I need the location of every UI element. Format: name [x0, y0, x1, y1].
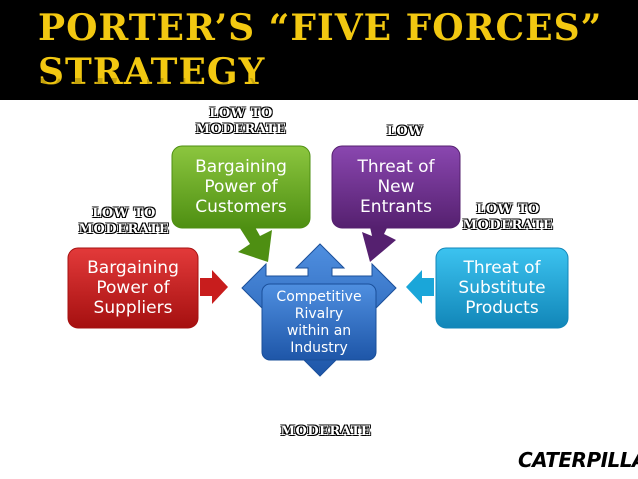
box-suppliers	[67, 247, 199, 329]
suppliers-line-3: Suppliers	[93, 298, 173, 318]
arrow-entrants	[362, 218, 396, 262]
customers-label: Bargaining Power of Customers	[172, 157, 310, 217]
level-rivalry: MODERATE	[268, 424, 384, 440]
title-line-1: PORTER’S “FIVE FORCES”	[38, 7, 603, 49]
rivalry-line-4: Industry	[290, 340, 348, 356]
level-customers-line-1: LOW TO	[209, 106, 273, 121]
box-substitutes	[435, 247, 569, 329]
suppliers-line-1: Bargaining	[87, 258, 179, 278]
caterpillar-logo: CATERPILLAR	[518, 448, 638, 472]
level-rivalry-line-1: MODERATE	[280, 424, 372, 439]
rivalry-line-3: within an	[286, 323, 352, 339]
substitutes-label: Threat of Substitute Products	[436, 258, 568, 318]
level-suppliers-line-1: LOW TO	[92, 206, 156, 221]
level-entrants-line-1: LOW	[386, 124, 424, 139]
rivalry-label: Competitive Rivalry within an Industry	[262, 289, 376, 357]
level-substitutes-line-1: LOW TO	[476, 202, 540, 217]
suppliers-line-2: Power of	[96, 278, 170, 298]
level-suppliers: LOW TO MODERATE	[72, 206, 176, 238]
customers-line-3: Customers	[195, 197, 287, 217]
arrow-suppliers	[200, 270, 228, 304]
slide-title: PORTER’S “FIVE FORCES” STRATEGY	[38, 6, 602, 94]
level-entrants: LOW	[370, 124, 440, 140]
customers-line-1: Bargaining	[195, 157, 287, 177]
level-customers: LOW TO MODERATE	[186, 106, 296, 138]
level-suppliers-line-2: MODERATE	[78, 222, 170, 237]
arrow-customers	[228, 218, 272, 262]
substitutes-line-3: Products	[465, 298, 539, 318]
arrow-substitutes	[406, 270, 434, 304]
box-customers	[171, 145, 311, 229]
level-customers-line-2: MODERATE	[195, 122, 287, 137]
box-entrants	[331, 145, 461, 229]
suppliers-label: Bargaining Power of Suppliers	[68, 258, 198, 318]
level-substitutes-line-2: MODERATE	[462, 218, 554, 233]
entrants-line-2: New	[377, 177, 415, 197]
rivalry-line-2: Rivalry	[294, 306, 344, 322]
substitutes-line-1: Threat of	[463, 258, 541, 278]
rivalry-line-1: Competitive	[276, 289, 362, 305]
title-line-2: STRATEGY	[38, 51, 266, 93]
center-box	[261, 283, 377, 361]
customers-line-2: Power of	[204, 177, 278, 197]
entrants-line-1: Threat of	[357, 157, 435, 177]
title-bar	[0, 0, 638, 100]
entrants-line-3: Entrants	[360, 197, 432, 217]
entrants-label: Threat of New Entrants	[332, 157, 460, 217]
substitutes-line-2: Substitute	[458, 278, 546, 298]
level-substitutes: LOW TO MODERATE	[456, 202, 560, 234]
